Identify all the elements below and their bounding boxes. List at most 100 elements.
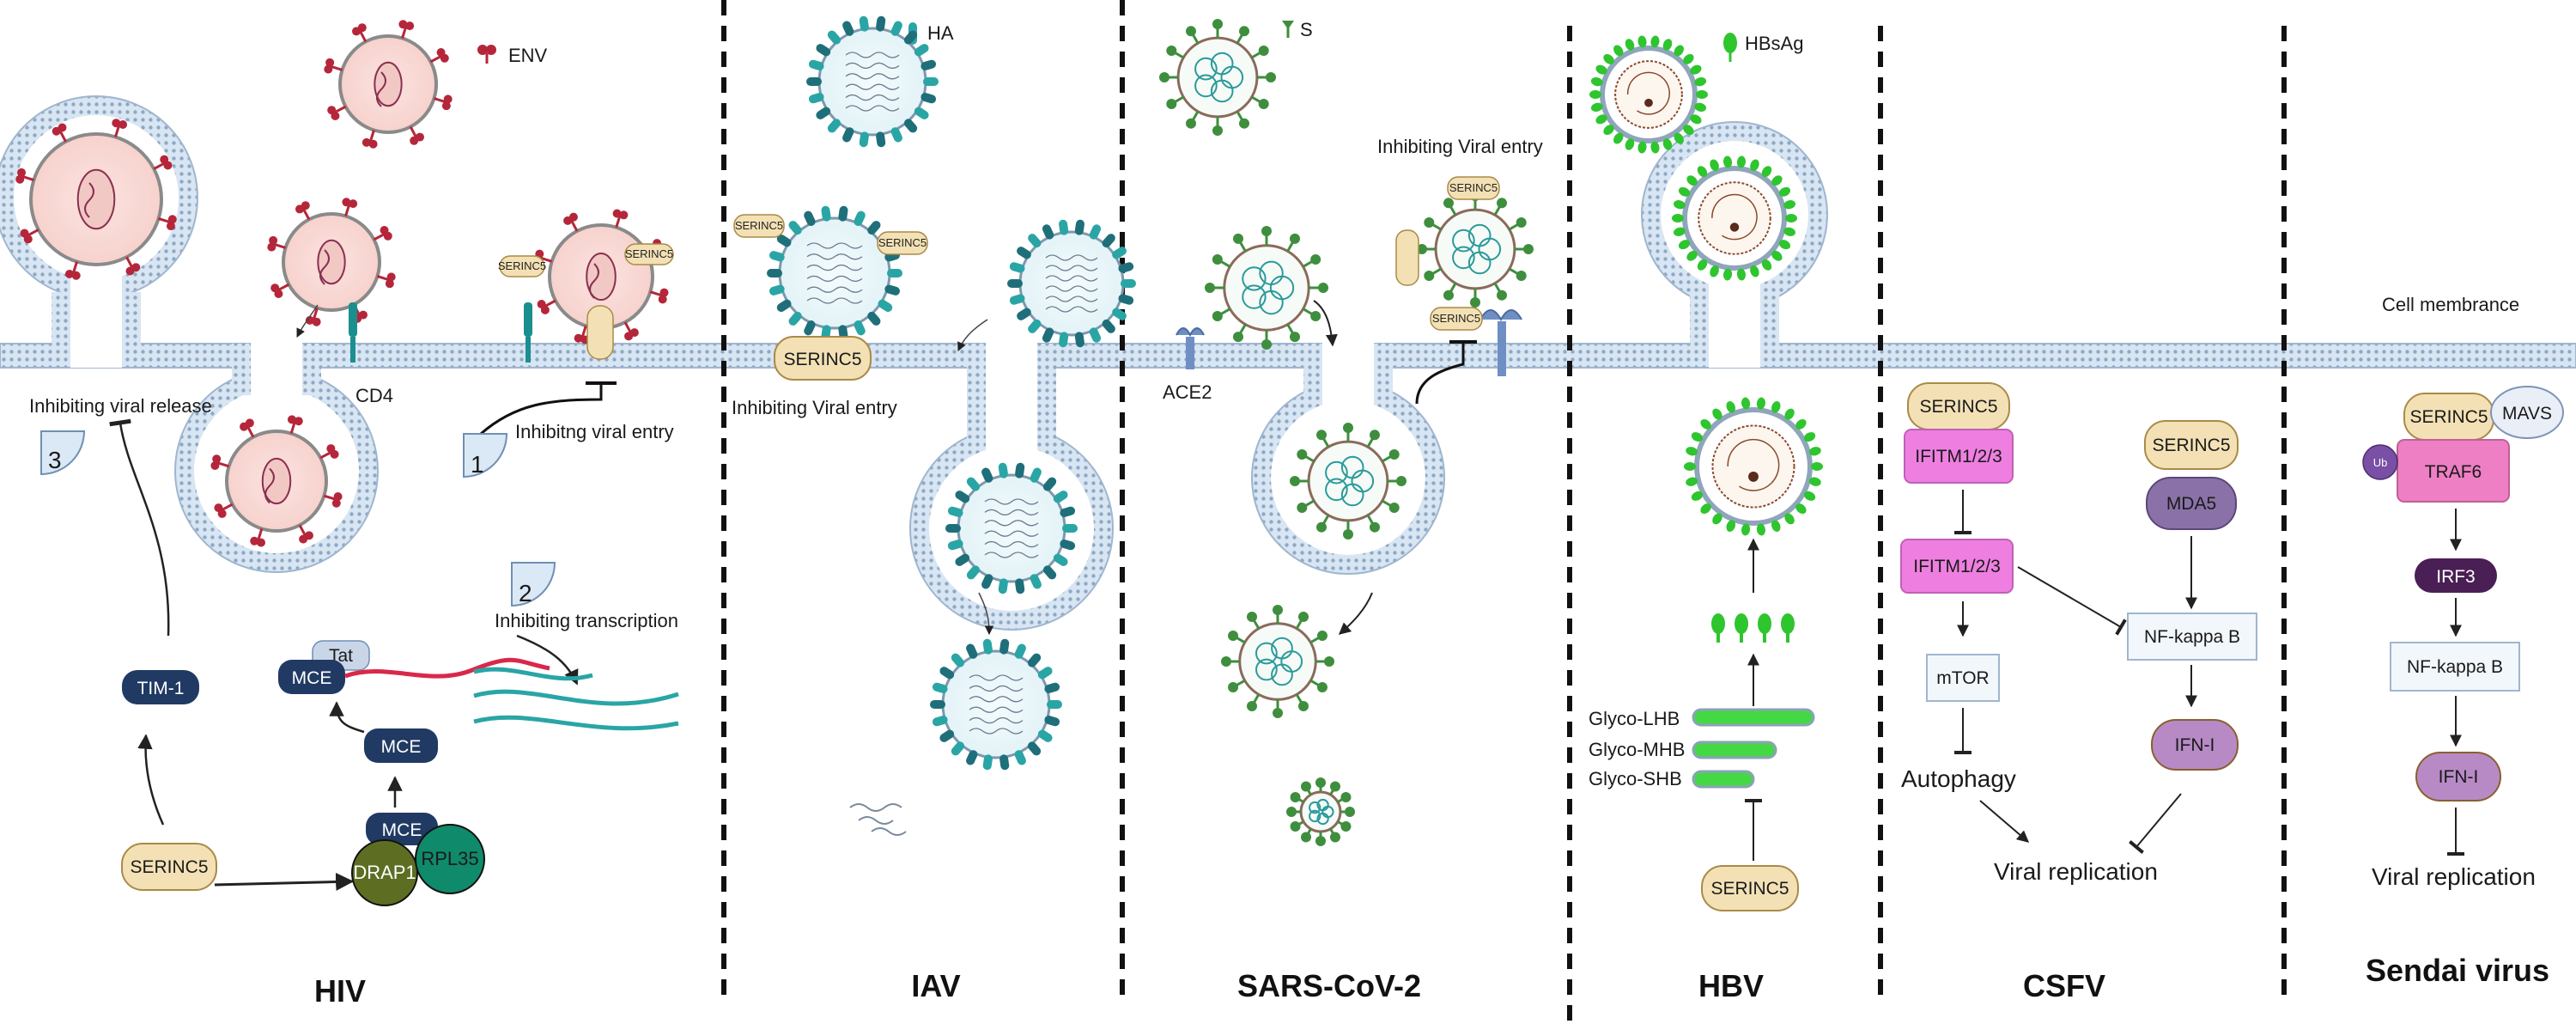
- ha-spike: [998, 462, 1008, 478]
- s-spike: [1301, 781, 1312, 795]
- ha-spike: [878, 299, 893, 313]
- sars-virion: [1221, 605, 1334, 718]
- ha-spike: [920, 59, 937, 70]
- hbsag-spike: [1808, 477, 1821, 486]
- hbsag-spike: [1811, 462, 1823, 471]
- env-spike: [153, 155, 173, 170]
- s-spike: [1417, 244, 1437, 254]
- hbsag-spike: [1712, 408, 1722, 420]
- s-spike: [1290, 792, 1304, 803]
- hbsag-spike: [1803, 432, 1816, 442]
- drap1-circle: [351, 839, 418, 906]
- env-spike: [112, 119, 128, 137]
- s-spike: [1205, 283, 1224, 293]
- s-spike: [1286, 233, 1300, 253]
- hbsag-spike: [1700, 418, 1711, 430]
- ha-spike: [982, 754, 993, 771]
- sars-virion: [1417, 191, 1534, 308]
- env-spike: [240, 418, 255, 438]
- hbsag-spike: [1771, 401, 1781, 413]
- hbsag-spike: [1694, 102, 1707, 112]
- ha-spike: [1060, 506, 1076, 517]
- hiv-virion: [210, 415, 343, 547]
- cd4-receptor: [524, 302, 532, 363]
- s-spike: [1273, 605, 1283, 624]
- serinc5-badge: [624, 243, 674, 265]
- ha-spike: [945, 524, 961, 533]
- serinc5-label: SERINC5: [130, 857, 208, 877]
- hbv-virion: [1672, 155, 1797, 281]
- s-spike: [1247, 693, 1261, 711]
- env-spike: [649, 288, 669, 304]
- ha-spike: [982, 638, 993, 655]
- ha-spike: [838, 205, 848, 222]
- s-spike: [1251, 46, 1269, 59]
- ha-spike: [1047, 700, 1062, 709]
- s-spike: [1166, 95, 1184, 109]
- cd4-label: CD4: [355, 385, 393, 406]
- ha-spike: [966, 643, 978, 659]
- serinc5-box: [2144, 420, 2239, 470]
- ifn-label: IFN-I: [2175, 735, 2215, 755]
- csfv-panel: SERINC5 IFITM1/2/3 IFITM1/2/3 mTOR Autop…: [1900, 382, 2257, 885]
- serinc5-badge-label: SERINC5: [878, 236, 927, 249]
- ha-spike: [776, 234, 792, 247]
- s-spike: [1290, 820, 1304, 832]
- s-spike: [1337, 820, 1352, 832]
- legend-env: ENV: [477, 45, 548, 66]
- hiv-virion: [267, 198, 396, 326]
- hbsag-spike: [1691, 432, 1704, 442]
- env-spike: [434, 94, 453, 111]
- s-spike: [1470, 288, 1480, 308]
- s-spike: [1387, 476, 1406, 486]
- serinc5-badge: [1447, 176, 1500, 200]
- s-spike: [1382, 449, 1400, 463]
- ha-spike: [947, 539, 963, 551]
- hbsag-spike: [1662, 138, 1673, 150]
- serinc5-box: [1701, 865, 1799, 911]
- ha-spike: [1042, 477, 1057, 491]
- ha-spike: [1042, 565, 1057, 580]
- ha-spike: [842, 21, 854, 36]
- env-spike: [623, 321, 639, 341]
- s-spike: [1247, 612, 1261, 630]
- hbv-title: HBV: [1698, 968, 1764, 1003]
- hbsag-spike: [1625, 39, 1635, 51]
- panel-dividers: [721, 0, 2287, 1022]
- ha-spike: [821, 205, 831, 222]
- panel-titles: HIV IAV SARS-CoV-2 HBV CSFV Sendai virus: [314, 953, 2549, 1009]
- mda5-label: MDA5: [2166, 494, 2216, 514]
- ha-spike: [1053, 553, 1068, 566]
- ha-spike: [981, 467, 993, 483]
- hbsag-spike: [1674, 45, 1684, 57]
- step-number: 3: [48, 447, 62, 473]
- s-spike: [1159, 72, 1179, 82]
- ha-spike: [1074, 332, 1084, 348]
- serinc5-box: [121, 843, 217, 891]
- serinc5-badge-label: SERINC5: [498, 259, 546, 272]
- ha-spike: [1009, 294, 1025, 305]
- env-spike: [214, 503, 234, 518]
- s-spike: [1514, 244, 1534, 254]
- hiv-transcription-label: Inhibiting transcription: [495, 610, 678, 631]
- hbsag-spike: [1678, 240, 1691, 250]
- hbsag-spike: [1637, 141, 1647, 154]
- ha-spike: [816, 107, 831, 119]
- s-spike: [1366, 430, 1380, 448]
- hbsag-spike: [1750, 265, 1759, 277]
- legend-s: S: [1282, 19, 1313, 40]
- env-spike: [298, 524, 313, 544]
- ha-spike: [923, 77, 939, 86]
- ha-spike: [1007, 279, 1023, 288]
- hbsag-spike: [1683, 125, 1694, 136]
- ha-spike: [955, 553, 970, 566]
- iav-title: IAV: [911, 968, 960, 1003]
- sars-title: SARS-CoV-2: [1237, 968, 1421, 1003]
- legend-s-label: S: [1300, 19, 1313, 40]
- hbsag-spike: [1785, 214, 1797, 222]
- env-spike: [327, 105, 347, 120]
- mce-box: [364, 728, 438, 763]
- hbsag-spike: [1783, 227, 1795, 236]
- hbsag-spike: [1784, 408, 1795, 420]
